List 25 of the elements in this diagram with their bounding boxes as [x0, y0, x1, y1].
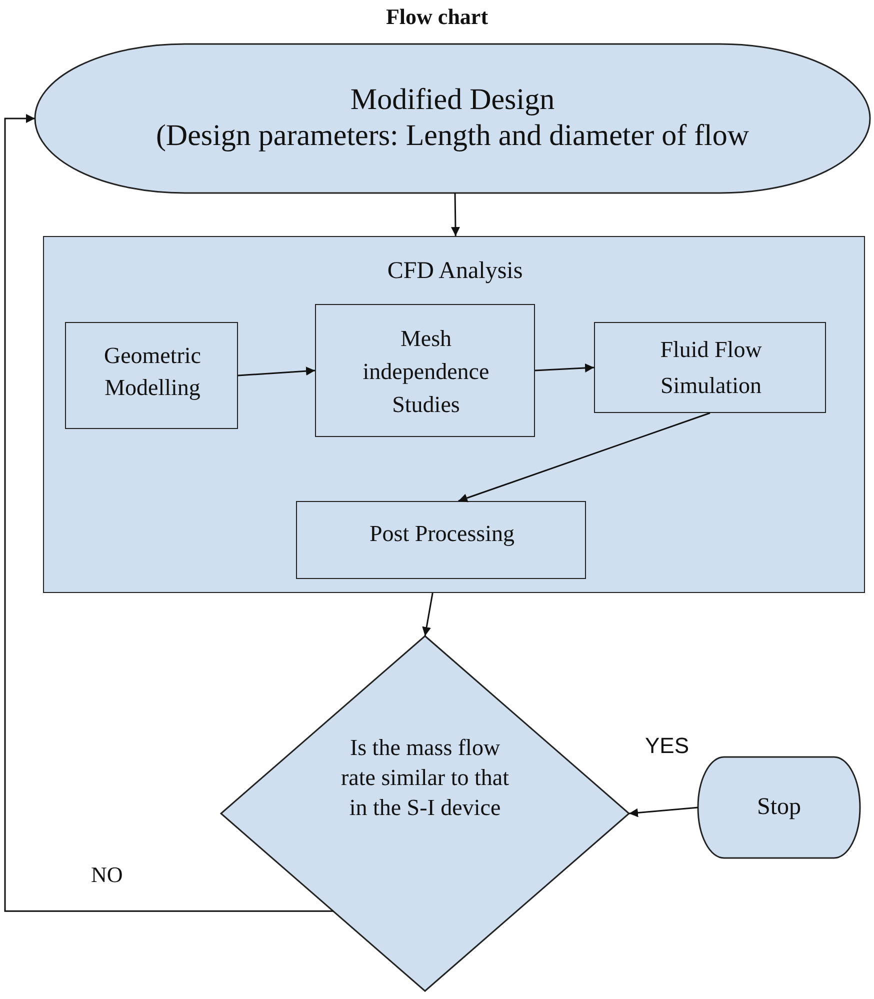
decision-diamond: [221, 636, 629, 991]
process-box: [65, 322, 238, 429]
arrow: [534, 363, 594, 372]
process-box: [315, 304, 535, 437]
node-text: CFD Analysis: [386, 257, 524, 286]
terminal-shape: [35, 44, 870, 193]
arrow: [238, 366, 316, 376]
node-text: Mesh independence Studies: [362, 325, 490, 419]
arrow: [450, 192, 460, 236]
node-text: Post Processing: [368, 520, 516, 548]
process-box: [594, 322, 826, 413]
group-box: [43, 236, 865, 593]
chart-title: Flow chart: [384, 3, 490, 30]
node-text: Geometric Modelling: [102, 342, 202, 402]
node-text: Stop: [756, 793, 802, 822]
node-text: Is the mass flow rate similar to that in the S-I device: [340, 734, 510, 822]
node-text: Modified Design: [349, 82, 556, 118]
labeled-arrow: [4, 114, 334, 912]
process-box: [296, 501, 586, 579]
arrow: [422, 592, 434, 636]
labeled-arrow: [628, 806, 698, 818]
node-text: Fluid Flow Simulation: [659, 336, 763, 400]
terminal-shape: [698, 757, 860, 858]
node-text: (Design parameters: Length and diameter of flow: [154, 118, 750, 154]
arrow: [458, 412, 710, 502]
